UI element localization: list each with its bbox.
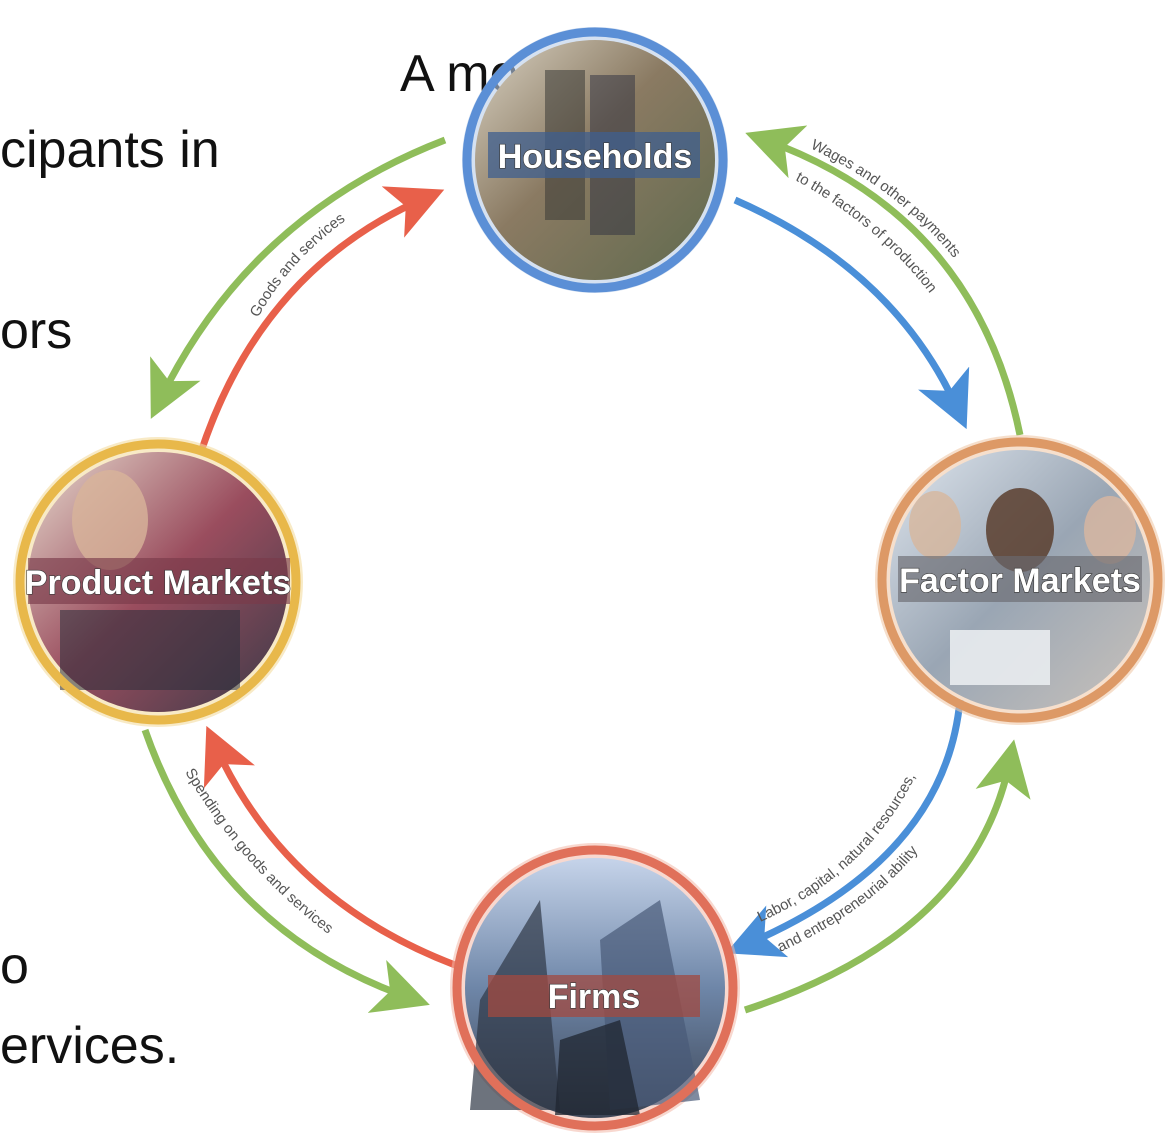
households-label: Households	[498, 138, 693, 176]
slide-text-line-3: ors	[0, 302, 73, 360]
slide-text-line-5: ervices.	[0, 1017, 180, 1075]
firms-goods-flow-arrow	[203, 725, 457, 969]
goods-flow-arrow	[196, 186, 445, 457]
factor-markets-node: Factor Markets	[875, 435, 1165, 725]
spending-flow-arrow	[141, 728, 430, 1013]
factor-markets-ring	[877, 437, 1163, 723]
labor-capital-flow-arrow	[725, 699, 964, 958]
slide-text-line-2: cipants in	[0, 121, 220, 179]
wages-flow-arrow	[745, 125, 1024, 436]
product-markets-ring	[15, 439, 301, 725]
slide-text-line-4: o	[0, 937, 29, 995]
households-ring	[462, 27, 728, 293]
firms-ring	[452, 845, 738, 1131]
firms-label: Firms	[548, 978, 641, 1016]
product-markets-label: Product Markets	[25, 564, 291, 602]
product-markets-node: Product Markets	[13, 437, 303, 727]
firm-payments-flow-arrow	[743, 739, 1031, 1014]
factor-markets-label: Factor Markets	[899, 562, 1141, 600]
resources-to-factor-arrow	[733, 196, 970, 430]
payment-flow-arrow	[150, 136, 447, 419]
firms-node: Firms	[450, 843, 740, 1133]
households-node: Households	[462, 27, 728, 293]
